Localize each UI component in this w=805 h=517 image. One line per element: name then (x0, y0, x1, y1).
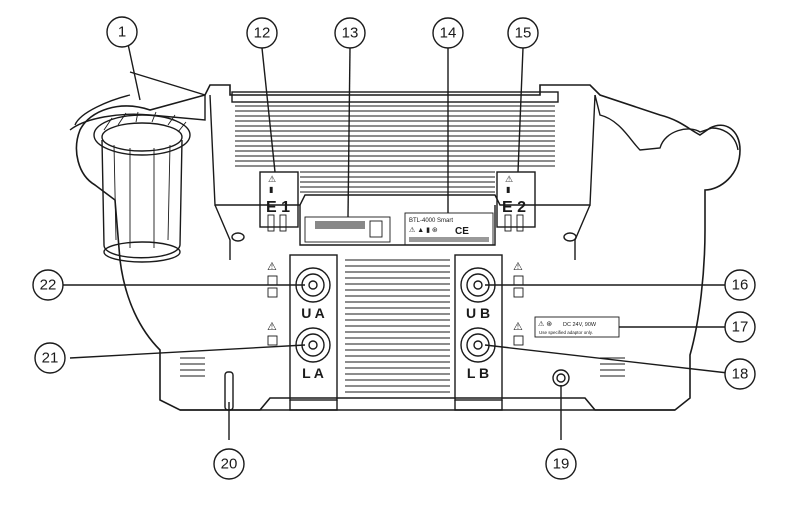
svg-text:22: 22 (40, 277, 57, 294)
rating-plate: BTL-4000 Smart ⚠ ▲ ▮ ⊛ CE (404, 212, 494, 246)
svg-text:19: 19 (553, 456, 570, 473)
svg-text:⚠: ⚠ (513, 261, 523, 273)
serial-label (304, 216, 391, 243)
svg-text:▮: ▮ (506, 185, 510, 194)
svg-text:⚠ ▲ ▮ ⊛: ⚠ ▲ ▮ ⊛ (409, 226, 438, 234)
la-label: L A (302, 365, 324, 381)
warning-icon-e2: ⚠ (505, 174, 513, 184)
callout-16: 16 (724, 269, 756, 301)
top-vent (231, 91, 559, 167)
svg-text:12: 12 (254, 25, 271, 42)
ua-label: U A (301, 305, 325, 321)
power-rating: DC 24V, 90W (563, 322, 597, 328)
svg-text:16: 16 (732, 277, 749, 294)
svg-text:1: 1 (118, 24, 126, 41)
svg-text:17: 17 (732, 319, 749, 336)
callout-19: 19 (545, 448, 577, 480)
middle-vent (300, 171, 495, 193)
svg-text:▮: ▮ (269, 185, 273, 194)
electrode-e2-connector: ⚠ ▮ E 2 (496, 171, 536, 232)
ce-mark: CE (455, 226, 469, 237)
svg-text:20: 20 (221, 456, 238, 473)
ub-label: U B (466, 305, 490, 321)
lower-vent (345, 259, 450, 393)
svg-text:⚠: ⚠ (267, 321, 277, 333)
handle (69, 71, 206, 131)
adapter-note: Use specified adaptor only. (539, 330, 593, 335)
svg-text:⚠ ⊛: ⚠ ⊛ (538, 320, 552, 328)
bottom-side-vents (180, 357, 625, 377)
e1-label: E 1 (266, 199, 290, 216)
callout-18: 18 (724, 358, 756, 390)
callout-1: 1 (106, 16, 138, 48)
port-warning-icons: ⚠ ⚠ ⚠ ⚠ (267, 261, 524, 346)
port-lb: L B (460, 327, 496, 381)
svg-text:21: 21 (42, 350, 59, 367)
svg-text:⚠: ⚠ (267, 261, 277, 273)
model-name: BTL-4000 Smart (409, 218, 453, 224)
callout-leaders (62, 29, 729, 440)
cable-holder (93, 111, 191, 263)
callout-12: 12 (246, 17, 278, 49)
callout-22: 22 (32, 269, 64, 301)
svg-text:14: 14 (440, 25, 457, 42)
lb-label: L B (467, 365, 489, 381)
callout-20: 20 (213, 448, 245, 480)
callout-14: 14 (432, 17, 464, 49)
callout-21: 21 (34, 342, 66, 374)
callout-15: 15 (507, 17, 539, 49)
callout-17: 17 (724, 311, 756, 343)
warning-icon-e1: ⚠ (268, 174, 276, 184)
cable-hook (594, 94, 739, 151)
svg-text:⚠: ⚠ (513, 321, 523, 333)
electrode-e1-connector: ⚠ ▮ E 1 (259, 171, 299, 232)
callout-13: 13 (334, 17, 366, 49)
e2-label: E 2 (502, 199, 526, 216)
svg-text:18: 18 (732, 366, 749, 383)
svg-text:13: 13 (342, 25, 359, 42)
svg-text:15: 15 (515, 25, 532, 42)
